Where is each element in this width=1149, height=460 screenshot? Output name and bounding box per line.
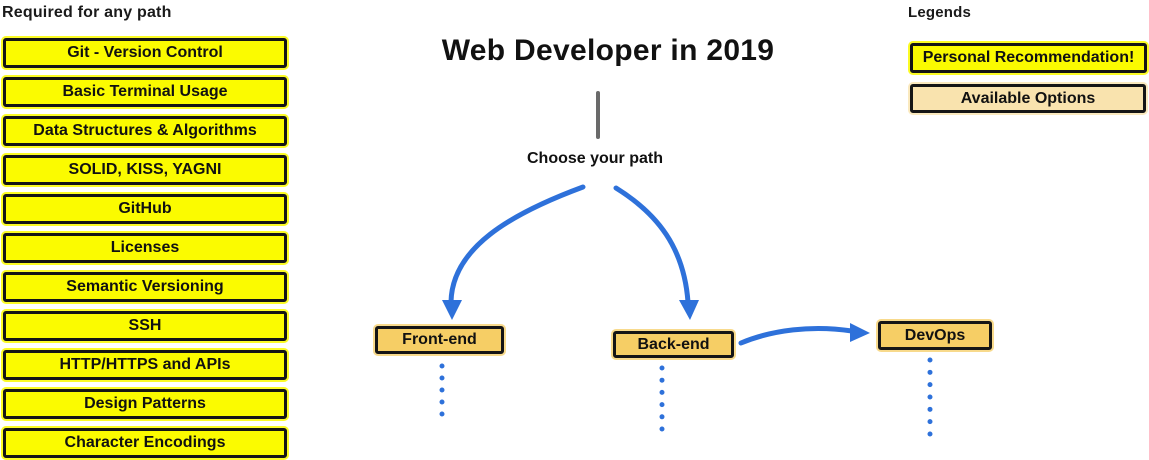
arrow-backend-to-devops-head xyxy=(850,323,870,342)
legend-label: Available Options xyxy=(960,89,1096,107)
arrow-to-frontend-head xyxy=(442,300,462,320)
legends-heading: Legends xyxy=(908,4,972,21)
required-list: Git - Version Control Basic Terminal Usa… xyxy=(3,38,287,460)
required-item-git: Git - Version Control xyxy=(3,38,287,68)
required-item-terminal: Basic Terminal Usage xyxy=(3,77,287,107)
arrow-to-frontend xyxy=(448,184,586,305)
required-section-heading: Required for any path xyxy=(2,4,172,21)
required-item-label: HTTP/HTTPS and APIs xyxy=(59,356,231,373)
required-item-label: Design Patterns xyxy=(84,395,206,412)
required-item-label: Semantic Versioning xyxy=(66,278,224,295)
required-item-label: Character Encodings xyxy=(64,434,226,451)
required-item-label: Basic Terminal Usage xyxy=(62,83,228,100)
path-node-label: DevOps xyxy=(904,326,966,344)
arrow-to-backend xyxy=(613,185,691,305)
legend-available-options: Available Options xyxy=(910,84,1146,113)
required-item-label: Data Structures & Algorithms xyxy=(33,122,257,139)
required-item-character-encodings: Character Encodings xyxy=(3,428,287,458)
required-item-github: GitHub xyxy=(3,194,287,224)
required-item-label: Git - Version Control xyxy=(67,44,223,61)
arrow-to-backend-head xyxy=(679,300,699,320)
required-item-design-patterns: Design Patterns xyxy=(3,389,287,419)
title-connector-line xyxy=(596,91,600,139)
required-item-ssh: SSH xyxy=(3,311,287,341)
path-node-label: Front-end xyxy=(402,331,477,348)
required-item-data-structures: Data Structures & Algorithms xyxy=(3,116,287,146)
path-node-frontend: Front-end xyxy=(375,326,504,354)
required-item-http-apis: HTTP/HTTPS and APIs xyxy=(3,350,287,380)
required-item-label: SSH xyxy=(128,317,162,334)
choose-path-label: Choose your path xyxy=(526,150,664,167)
legend-personal-recommendation: Personal Recommendation! xyxy=(910,43,1147,73)
legend-label: Personal Recommendation! xyxy=(922,49,1135,66)
required-item-label: Licenses xyxy=(110,239,180,256)
path-node-backend: Back-end xyxy=(613,331,734,358)
required-item-solid-kiss-yagni: SOLID, KISS, YAGNI xyxy=(3,155,287,185)
path-node-devops: DevOps xyxy=(878,321,992,350)
arrow-backend-to-devops xyxy=(738,325,855,346)
page-title: Web Developer in 2019 xyxy=(441,34,775,67)
required-item-label: SOLID, KISS, YAGNI xyxy=(68,161,222,178)
required-item-semantic-versioning: Semantic Versioning xyxy=(3,272,287,302)
required-item-licenses: Licenses xyxy=(3,233,287,263)
required-item-label: GitHub xyxy=(118,200,172,217)
path-node-label: Back-end xyxy=(637,335,710,353)
